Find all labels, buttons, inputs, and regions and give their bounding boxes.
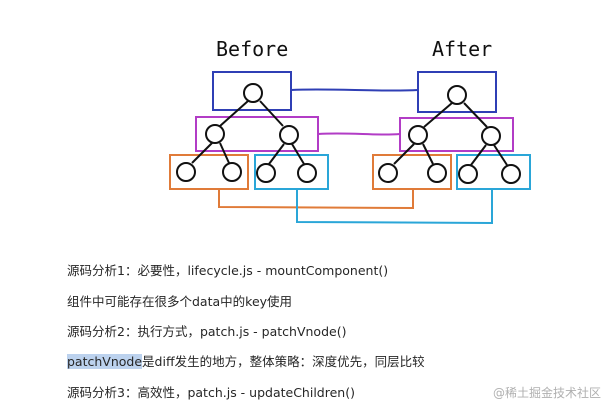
before-orange-box: [169, 154, 249, 190]
after-level2-box: [399, 117, 514, 152]
node: [222, 162, 242, 182]
level2-connector: [317, 132, 401, 136]
paragraph-2: 组件中可能存在很多个data中的key使用: [67, 294, 293, 309]
node: [378, 163, 398, 183]
paragraph-4: patchVnode是diff发生的地方，整体策略：深度优先，同层比较: [67, 351, 425, 370]
node: [256, 163, 276, 183]
after-cyan-box: [456, 154, 531, 190]
node: [279, 125, 299, 145]
after-orange-box: [372, 154, 452, 190]
cyan-subtree-connector: [296, 190, 493, 225]
root-level-connector: [290, 88, 419, 92]
node: [205, 124, 225, 144]
watermark: @稀土掘金技术社区: [492, 386, 601, 400]
node: [297, 163, 317, 183]
node: [501, 164, 521, 184]
after-root-box: [417, 71, 497, 113]
paragraph-3: 源码分析2：执行方式，patch.js - patchVnode(): [67, 324, 347, 339]
node: [427, 163, 447, 183]
after-tree: [372, 71, 531, 190]
orange-subtree-connector: [218, 190, 414, 210]
vdom-diff-diagram: Before After: [169, 37, 531, 225]
paragraph-1: 源码分析1：必要性，lifecycle.js - mountComponent(…: [67, 263, 389, 278]
node: [481, 126, 501, 146]
node: [408, 125, 428, 145]
before-level2-box: [195, 116, 319, 152]
before-label: Before: [216, 37, 288, 61]
before-tree: [169, 71, 329, 190]
before-cyan-box: [254, 154, 329, 190]
before-root-box: [212, 71, 292, 111]
selected-text-highlight[interactable]: patchVnode: [67, 354, 143, 369]
after-label: After: [432, 37, 492, 61]
paragraph-4-rest: 是diff发生的地方，整体策略：深度优先，同层比较: [142, 354, 425, 369]
paragraph-5: 源码分析3：高效性，patch.js - updateChildren(): [67, 385, 355, 400]
node: [447, 85, 467, 105]
node: [176, 162, 196, 182]
node: [243, 83, 263, 103]
node: [458, 164, 478, 184]
